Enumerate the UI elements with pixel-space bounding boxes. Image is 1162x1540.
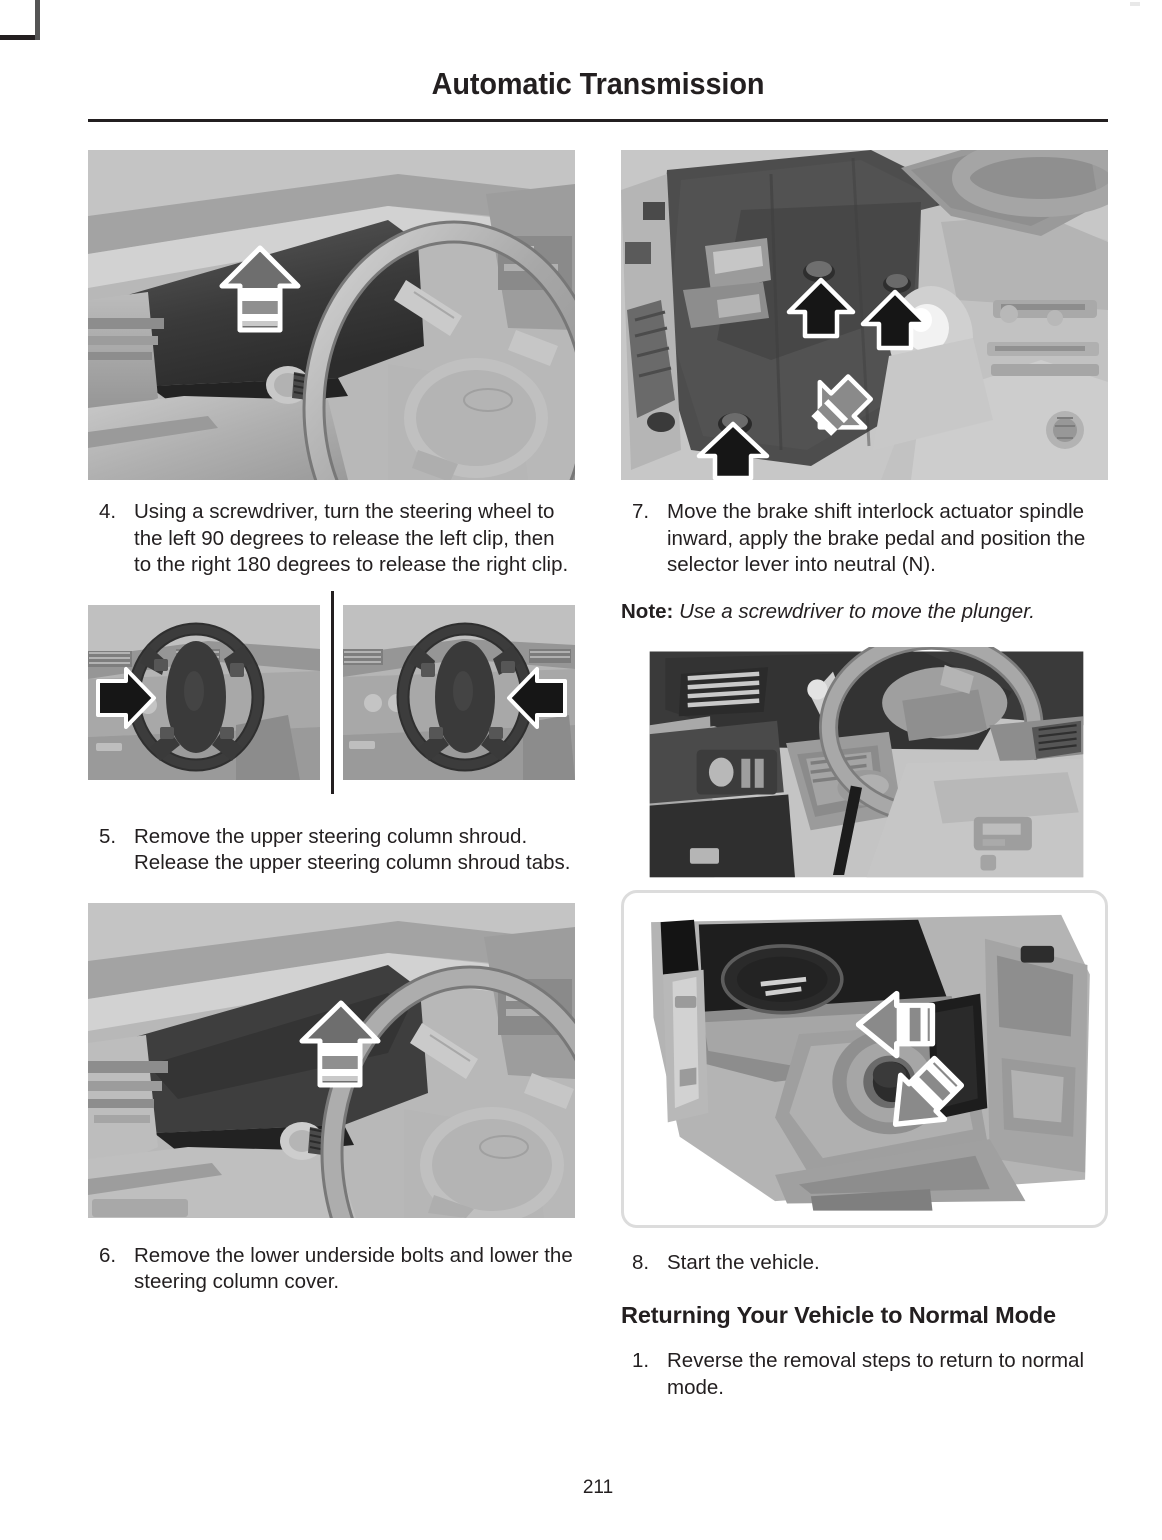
diagonal-arrow-gray-icon <box>811 374 873 436</box>
diagonal-arrow-gray-striped-icon <box>892 1055 965 1127</box>
step-6-number: 6. <box>99 1243 117 1267</box>
step-7: 7. Move the brake shift interlock actuat… <box>621 499 1108 579</box>
up-arrow-black-icon-2 <box>860 289 930 351</box>
step-1-number: 1. <box>632 1349 650 1373</box>
lower-steering-column-cover-illustration <box>88 902 575 1218</box>
figure-upper-shroud <box>88 150 575 480</box>
page-title: Automatic Transmission <box>431 66 765 101</box>
note-block: Note: Use a screwdriver to move the plun… <box>621 599 1108 626</box>
left-arrow-gray-striped-icon <box>855 990 936 1059</box>
step-6: 6. Remove the lower underside bolts and … <box>88 1243 575 1296</box>
title-divider-rule <box>88 119 1108 122</box>
figure-dashboard-overview <box>621 647 1108 884</box>
up-arrow-white-icon <box>299 1000 381 1087</box>
step-4: 4. Using a screwdriver, turn the steerin… <box>88 499 575 579</box>
crop-mark-top-left-horizontal <box>0 35 40 40</box>
step-6-text: Remove the lower underside bolts and low… <box>134 1243 573 1294</box>
steering-column-upper-shroud-illustration <box>88 150 575 480</box>
note-text: Use a screwdriver to move the plunger. <box>679 599 1035 623</box>
left-column: 4. Using a screwdriver, turn the steerin… <box>88 150 575 1401</box>
step-8-number: 8. <box>632 1250 650 1274</box>
step-5: 5. Remove the upper steering column shro… <box>88 824 575 877</box>
dashboard-steering-column-overview-illustration <box>643 647 1090 884</box>
step-8-text: Start the vehicle. <box>667 1250 820 1274</box>
step-5-text: Remove the upper steering column shroud.… <box>134 824 571 875</box>
steering-column-underside-bolts-illustration <box>621 150 1108 480</box>
step-5-number: 5. <box>99 824 117 848</box>
right-arrow-black-icon <box>96 666 156 729</box>
manual-page: Automatic Transmission <box>88 52 1108 1512</box>
section-subheading: Returning Your Vehicle to Normal Mode <box>621 1302 1056 1329</box>
left-arrow-black-icon <box>507 666 567 729</box>
crop-mark-top-right <box>1130 2 1140 6</box>
leader-line <box>832 785 863 875</box>
note-label: Note: <box>621 599 674 623</box>
up-arrow-black-icon-3 <box>696 421 770 480</box>
up-arrow-black-icon-1 <box>786 277 856 339</box>
figure-actuator-detail <box>632 902 1097 1213</box>
step-7-text: Move the brake shift interlock actuator … <box>667 500 1086 576</box>
figure-wheel-right-180 <box>343 604 575 780</box>
step-8: 8. Start the vehicle. <box>621 1250 1108 1277</box>
figure-pair-divider <box>331 590 334 794</box>
detail-callout-box <box>621 889 1108 1228</box>
figure-wheel-left-90 <box>88 604 320 780</box>
page-number: 211 <box>582 1477 614 1498</box>
figure-underside-bolts <box>621 150 1108 480</box>
figure-lower-cover <box>88 902 575 1218</box>
steering-wheel-right-turn-illustration <box>343 604 575 780</box>
step-1-text: Reverse the removal steps to return to n… <box>667 1349 1085 1399</box>
step-4-number: 4. <box>99 500 117 523</box>
crop-mark-top-left-vertical <box>35 0 40 40</box>
right-column: 7. Move the brake shift interlock actuat… <box>621 150 1108 1401</box>
brake-shift-interlock-actuator-detail-illustration <box>632 902 1097 1213</box>
step-4-text: Using a screwdriver, turn the steering w… <box>134 500 569 576</box>
step-7-number: 7. <box>632 500 650 523</box>
steering-wheel-pair-wrap <box>88 590 575 794</box>
steering-wheel-pair <box>88 604 575 780</box>
step-1-normal-mode: 1. Reverse the removal steps to return t… <box>621 1348 1108 1401</box>
steering-wheel-left-turn-illustration <box>88 604 320 780</box>
up-arrow-white-icon <box>219 245 301 333</box>
page-columns: 4. Using a screwdriver, turn the steerin… <box>88 150 1108 1401</box>
